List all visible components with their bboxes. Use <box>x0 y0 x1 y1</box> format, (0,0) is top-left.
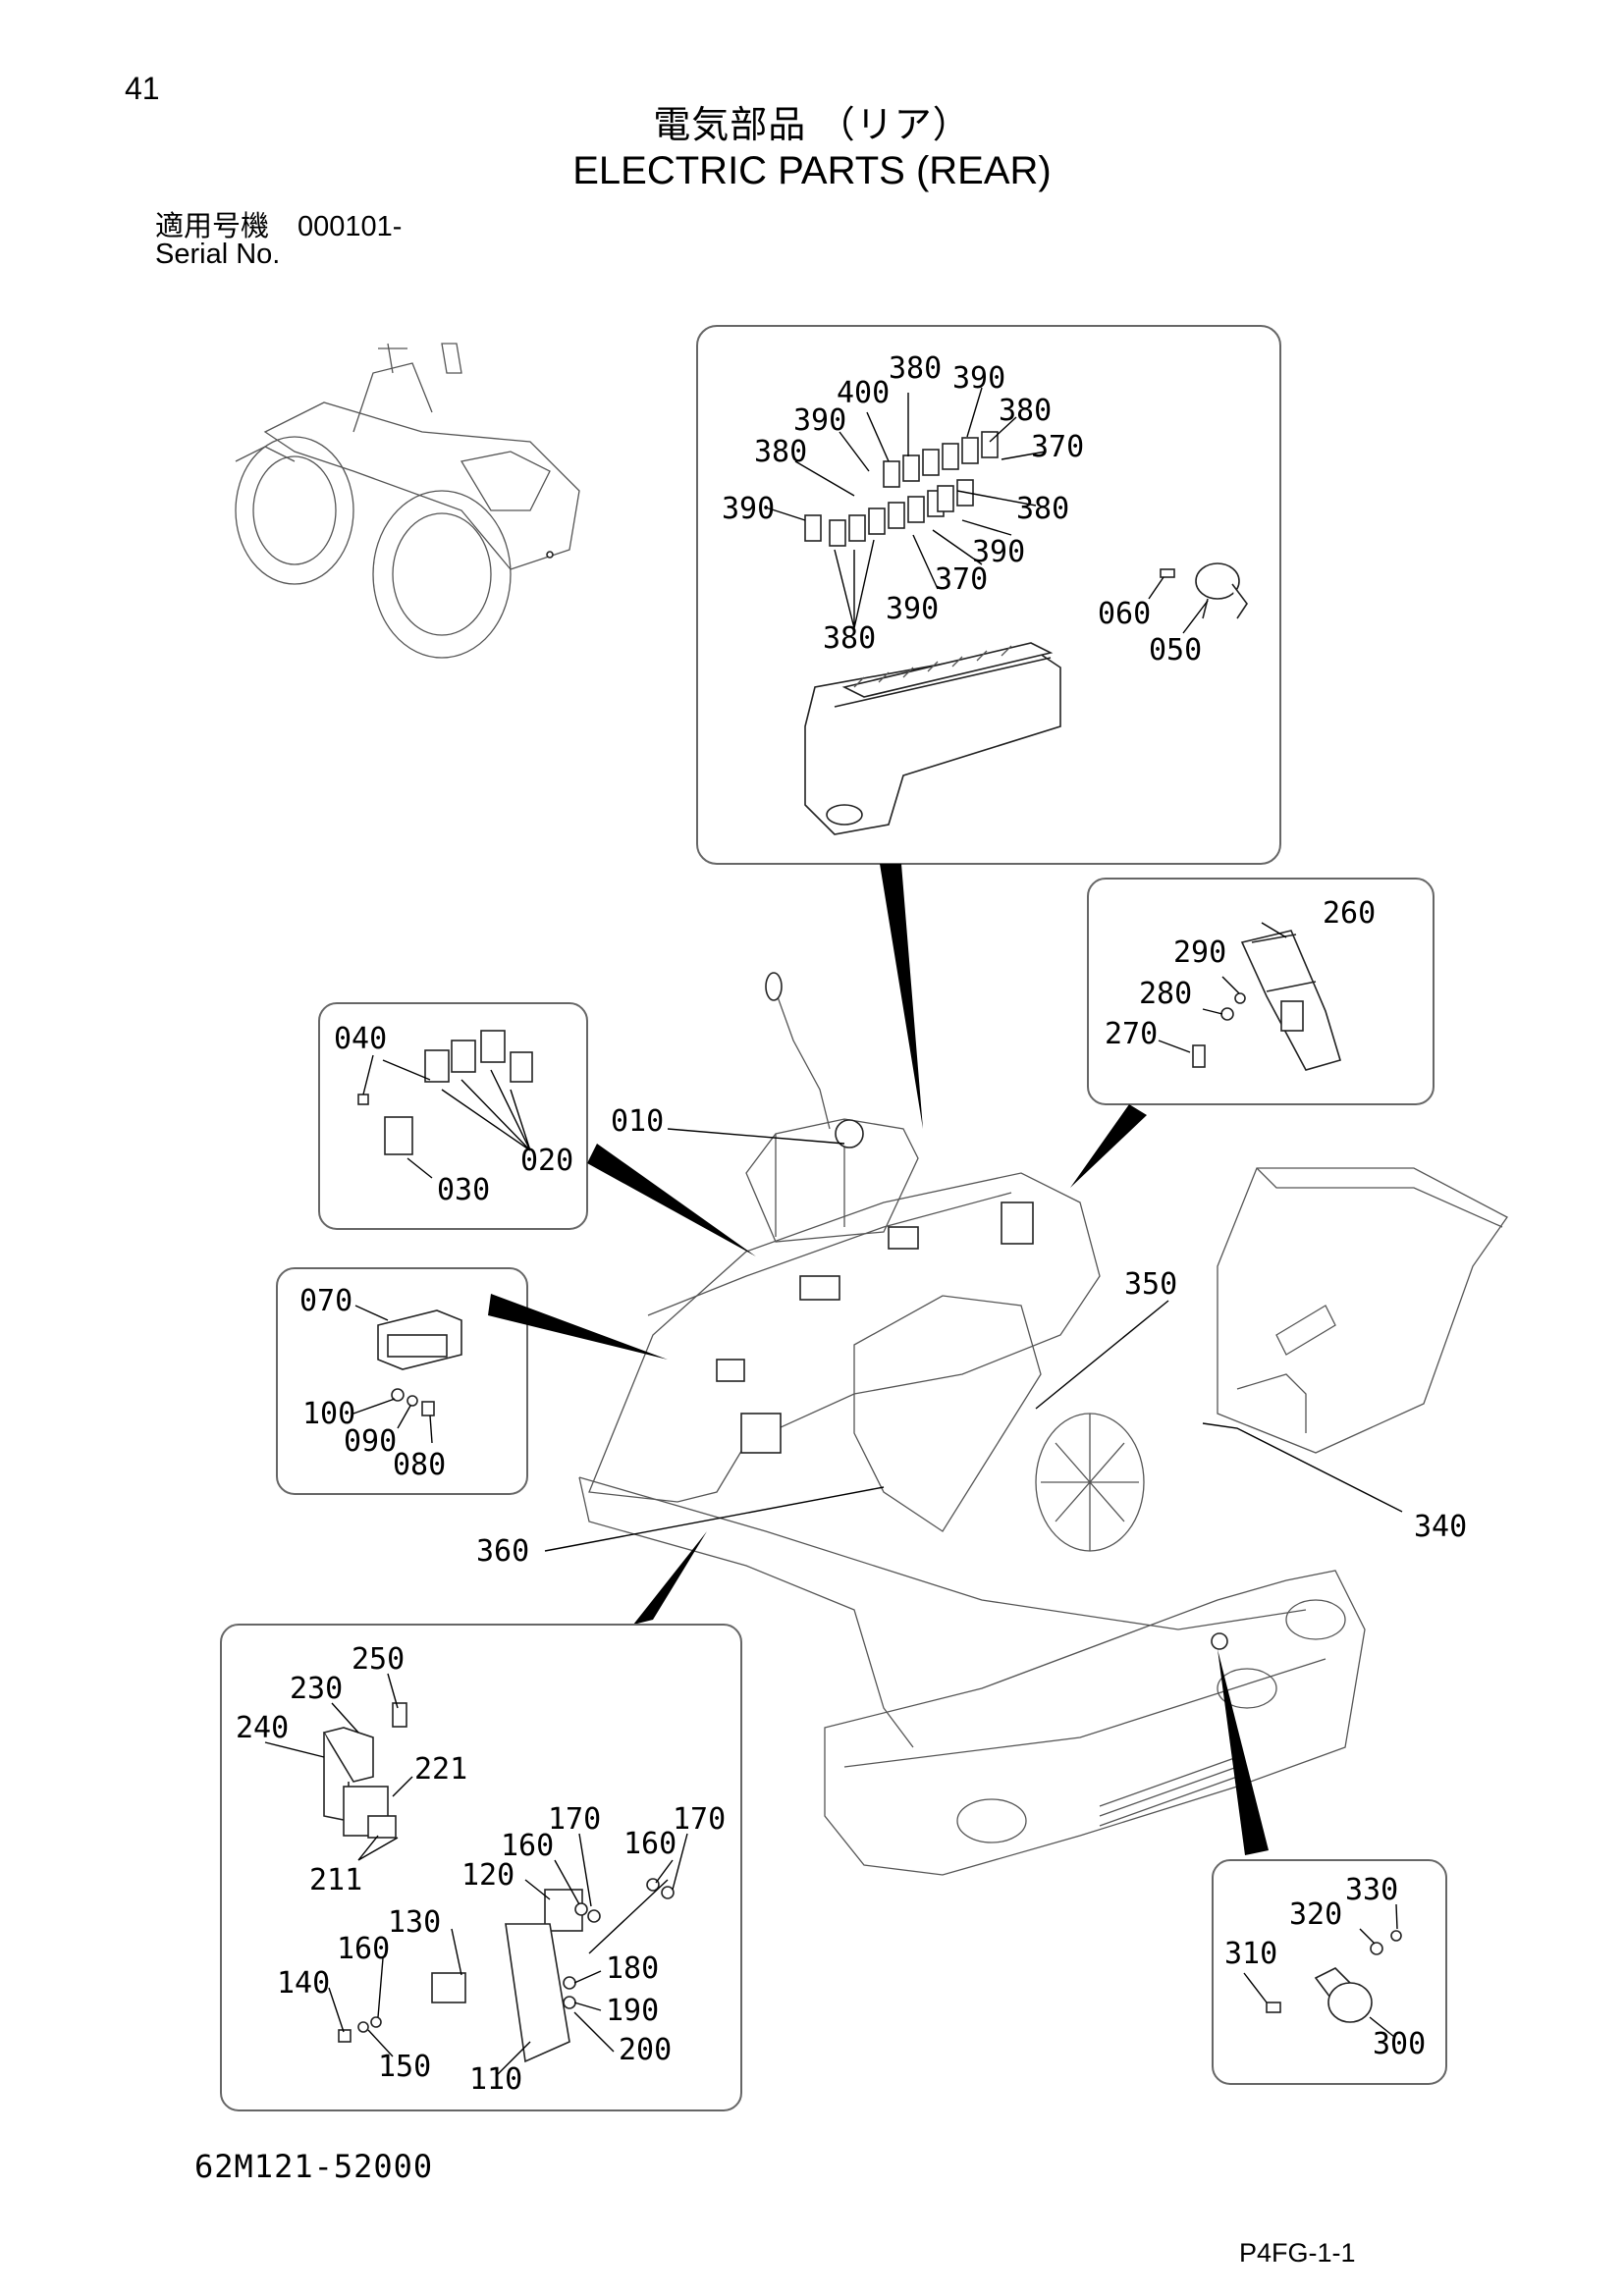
callout-label: 300 <box>1373 2027 1426 2061</box>
callout-label: 350 <box>1124 1267 1177 1302</box>
callout-label: 390 <box>722 492 775 526</box>
page-code: P4FG-1-1 <box>1239 2238 1356 2268</box>
callout-label: 060 <box>1098 597 1151 631</box>
callout-label: 250 <box>352 1642 405 1677</box>
callout-label: 360 <box>476 1534 529 1569</box>
callout-label: 150 <box>378 2050 431 2084</box>
callout-label: 140 <box>277 1966 330 2001</box>
callout-label: 130 <box>388 1905 441 1940</box>
callout-label: 390 <box>886 592 939 626</box>
callout-label: 330 <box>1345 1873 1398 1907</box>
page-title: ELECTRIC PARTS (REAR) <box>572 149 1052 192</box>
callout-label: 120 <box>461 1858 514 1893</box>
callout-label: 340 <box>1414 1510 1467 1544</box>
module-detail-panel <box>276 1267 528 1495</box>
callout-label: 110 <box>469 2062 522 2097</box>
callout-label: 200 <box>619 2033 672 2067</box>
relay-detail-panel <box>318 1002 588 1230</box>
fuse-box-detail-panel <box>696 325 1281 865</box>
tractor-overview-illustration <box>235 343 580 659</box>
detail-pointers <box>488 864 1269 1855</box>
callout-label: 020 <box>520 1144 573 1178</box>
callout-label: 160 <box>337 1932 390 1966</box>
callout-label: 180 <box>606 1951 659 1986</box>
controller-detail-panel <box>1087 878 1435 1105</box>
callout-label: 160 <box>623 1827 677 1861</box>
main-vehicle-illustration <box>578 972 1508 1876</box>
callout-label: 240 <box>236 1711 289 1745</box>
callout-label: 310 <box>1224 1937 1277 1971</box>
callout-label: 380 <box>1016 492 1069 526</box>
callout-label: 320 <box>1289 1897 1342 1932</box>
serial-label: Serial No. <box>155 239 281 270</box>
page-number: 41 <box>125 71 160 106</box>
callout-label: 370 <box>935 562 988 597</box>
callout-label: 090 <box>344 1424 397 1459</box>
callout-label: 270 <box>1105 1017 1158 1051</box>
callout-label: 010 <box>611 1104 664 1139</box>
callout-label: 230 <box>290 1672 343 1706</box>
buzzer-detail-panel <box>1212 1859 1447 2085</box>
callout-label: 050 <box>1149 633 1202 667</box>
callout-label: 030 <box>437 1173 490 1207</box>
callout-label: 221 <box>414 1752 467 1787</box>
callout-label: 040 <box>334 1022 387 1056</box>
bracket-detail-panel <box>220 1624 742 2111</box>
callout-label: 280 <box>1139 977 1192 1011</box>
callout-label: 380 <box>754 435 807 469</box>
callout-label: 370 <box>1031 430 1084 464</box>
callout-label: 080 <box>393 1448 446 1482</box>
callout-label: 380 <box>999 394 1052 428</box>
callout-label: 211 <box>309 1863 362 1897</box>
document-code: 62M121-52000 <box>194 2148 434 2185</box>
callout-label: 390 <box>793 403 846 438</box>
callout-label: 260 <box>1323 896 1376 931</box>
callout-label: 160 <box>501 1829 554 1863</box>
callout-label: 380 <box>889 351 942 386</box>
page-title-japanese: 電気部品 （リア） <box>653 105 971 146</box>
callout-label: 170 <box>673 1802 726 1837</box>
callout-label: 290 <box>1173 935 1226 970</box>
callout-label: 100 <box>302 1397 355 1431</box>
callout-label: 390 <box>952 361 1005 396</box>
callout-label: 070 <box>299 1284 352 1318</box>
callout-label: 400 <box>837 376 890 410</box>
callout-label: 390 <box>972 535 1025 569</box>
callout-label: 380 <box>823 621 876 656</box>
callout-labels: 380 400 390 390 380 380 370 390 380 390 … <box>236 351 1467 2097</box>
callout-label: 190 <box>606 1994 659 2028</box>
serial-label-japanese: 適用号機 000101- <box>155 211 403 242</box>
main-leader-lines <box>544 1128 1403 1552</box>
callout-label: 170 <box>548 1802 601 1837</box>
